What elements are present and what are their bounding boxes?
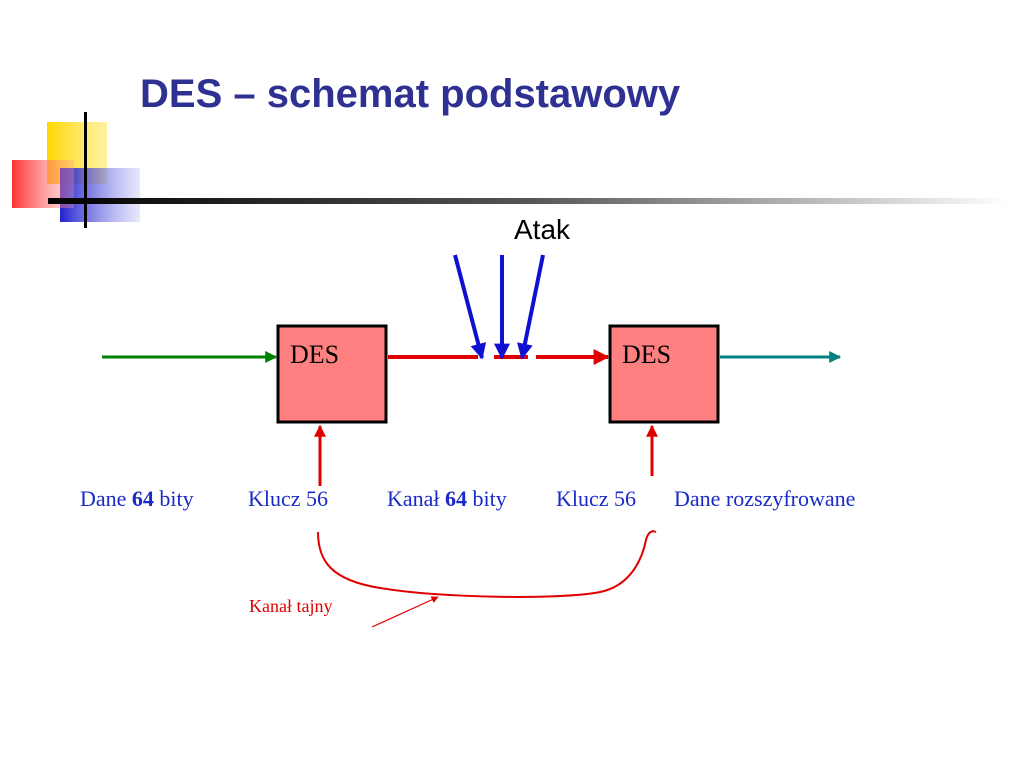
slide-title: DES – schemat podstawowy [140, 72, 681, 116]
des-box-left [276, 324, 388, 424]
secret-channel-curve [317, 530, 657, 598]
secret-channel-pointer [371, 596, 439, 628]
channel-suffix: bity [467, 486, 507, 511]
input-data-caption: Dane 64 bity [80, 486, 194, 512]
input-data-bits: 64 [131, 486, 154, 511]
channel-bits: 64 [445, 486, 468, 511]
key-left-caption: Klucz 56 [248, 486, 329, 511]
channel-caption: Kanał 64 bity [387, 486, 507, 512]
secret-channel-label: Kanał tajny [249, 596, 333, 616]
des-box-right-label: DES [622, 340, 672, 369]
key-right-caption: Klucz 56 [556, 486, 637, 511]
attack-arrow-3 [517, 254, 545, 360]
channel-prefix: Kanał [387, 486, 446, 511]
deco-vertical-line [84, 112, 87, 228]
input-data-prefix: Dane [80, 486, 132, 511]
deco-horizontal-line [48, 198, 1008, 204]
attack-label: Atak [514, 214, 571, 245]
decrypted-data-caption: Dane rozszyfrowane [674, 486, 856, 511]
des-box-left-label: DES [290, 340, 340, 369]
des-box-right [608, 324, 720, 424]
input-data-suffix: bity [153, 486, 194, 511]
attack-arrow-1 [453, 254, 487, 360]
